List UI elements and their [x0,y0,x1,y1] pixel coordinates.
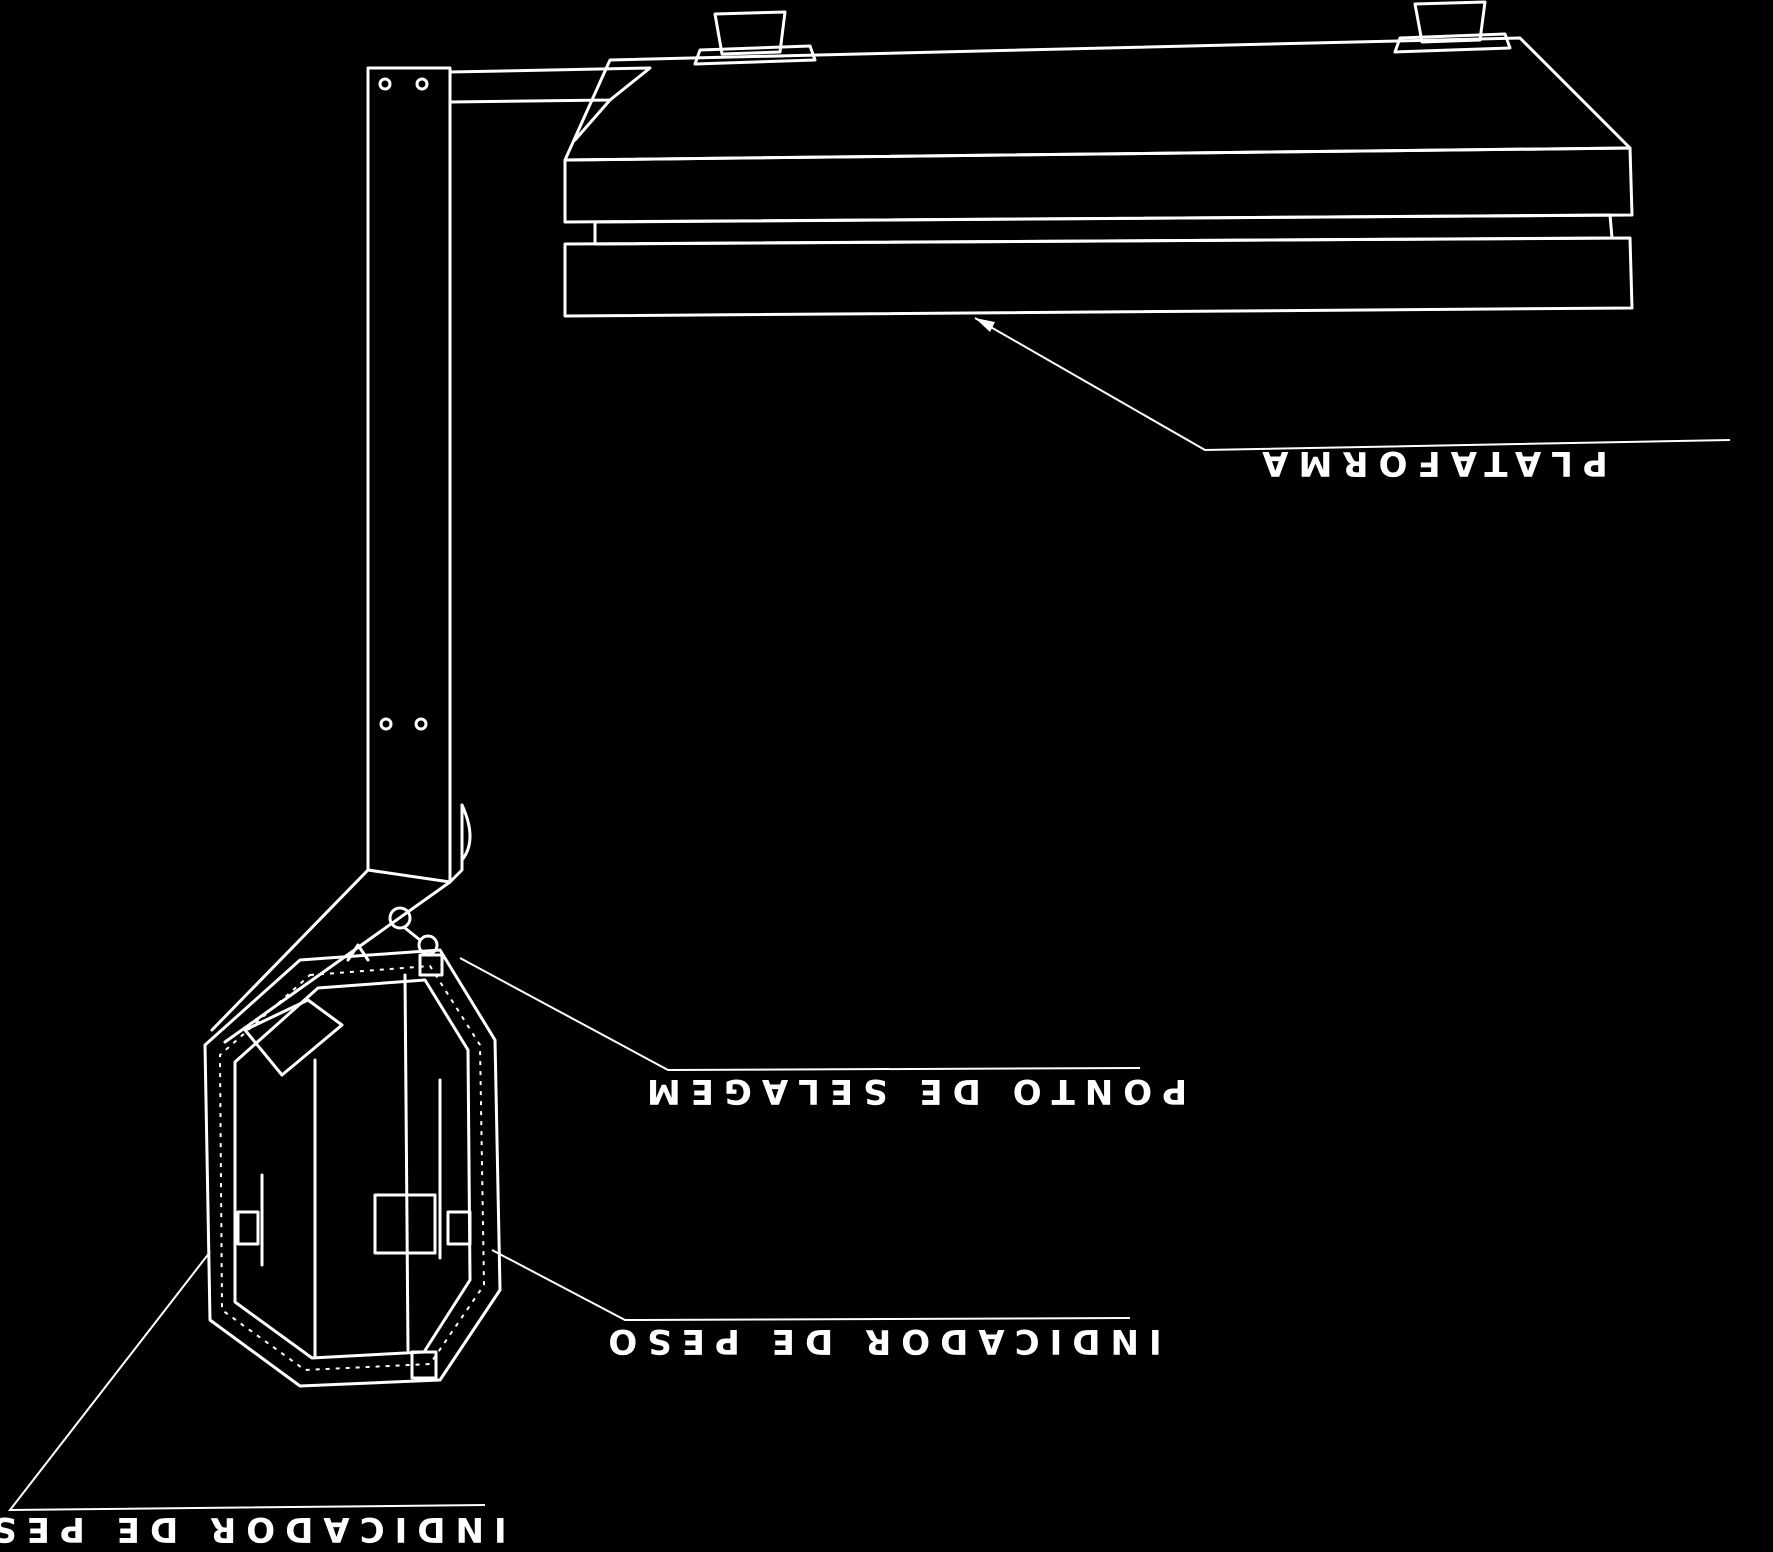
label-plataforma: PLATAFORMA [1252,443,1608,483]
leader-ponto-selagem [459,957,1141,1072]
leader-plataforma [974,317,1731,452]
label-indicador-peso-left: INDICADOR DE PESO [0,1509,507,1549]
platform [448,0,1634,318]
platform-foot-right [1393,0,1512,54]
label-ponto-selagem: PONTO DE SELAGEM [637,1071,1187,1111]
sealing-point [388,906,444,977]
label-indicador-peso-right: INDICADOR DE PESO [598,1321,1161,1361]
weight-indicator-housing [203,906,502,1388]
platform-foot-left [693,10,817,66]
leader-indicador-left [7,1251,486,1512]
support-column [210,66,472,1044]
leader-indicador-right [491,1249,1131,1322]
